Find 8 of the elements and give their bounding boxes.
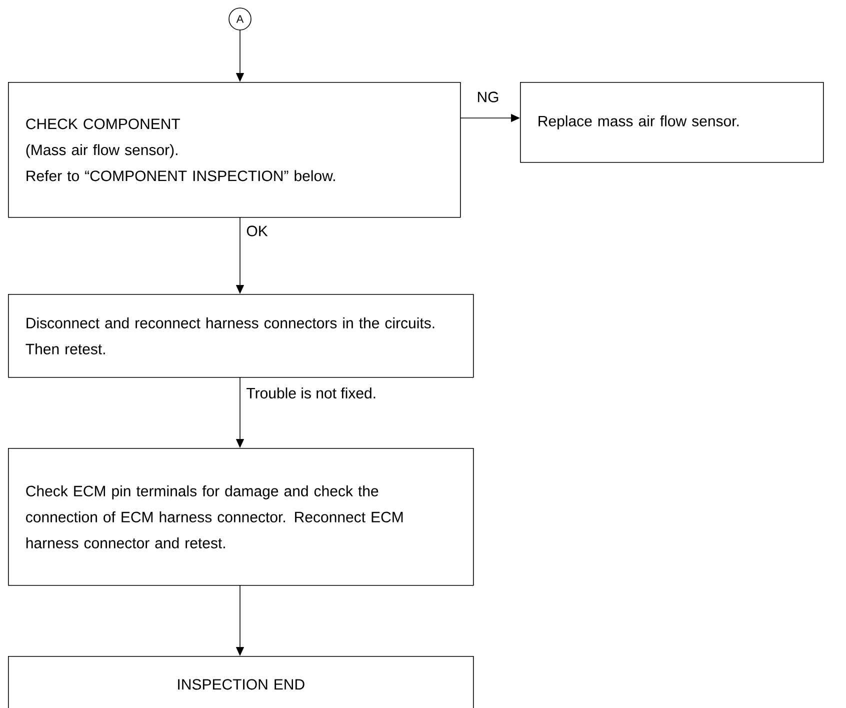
process-box: CHECK COMPONENT (Mass air flow sensor). Refer to “COMPONENT INSPECTION” below. (8, 82, 461, 218)
process-box: Disconnect and reconnect harness connectors in the circuits. Then retest. (8, 294, 474, 378)
process-box: Replace mass air flow sensor. (520, 82, 824, 163)
edge-label: Trouble is not fixed. (244, 385, 379, 400)
process-box: Check ECM pin terminals for damage and check the connection of ECM harness connector. Reconnect ECM harness connector and retest. (8, 448, 474, 586)
end-box: INSPECTION END (8, 656, 474, 708)
edge-label: NG (474, 90, 502, 104)
edge-label: OK (244, 224, 270, 238)
